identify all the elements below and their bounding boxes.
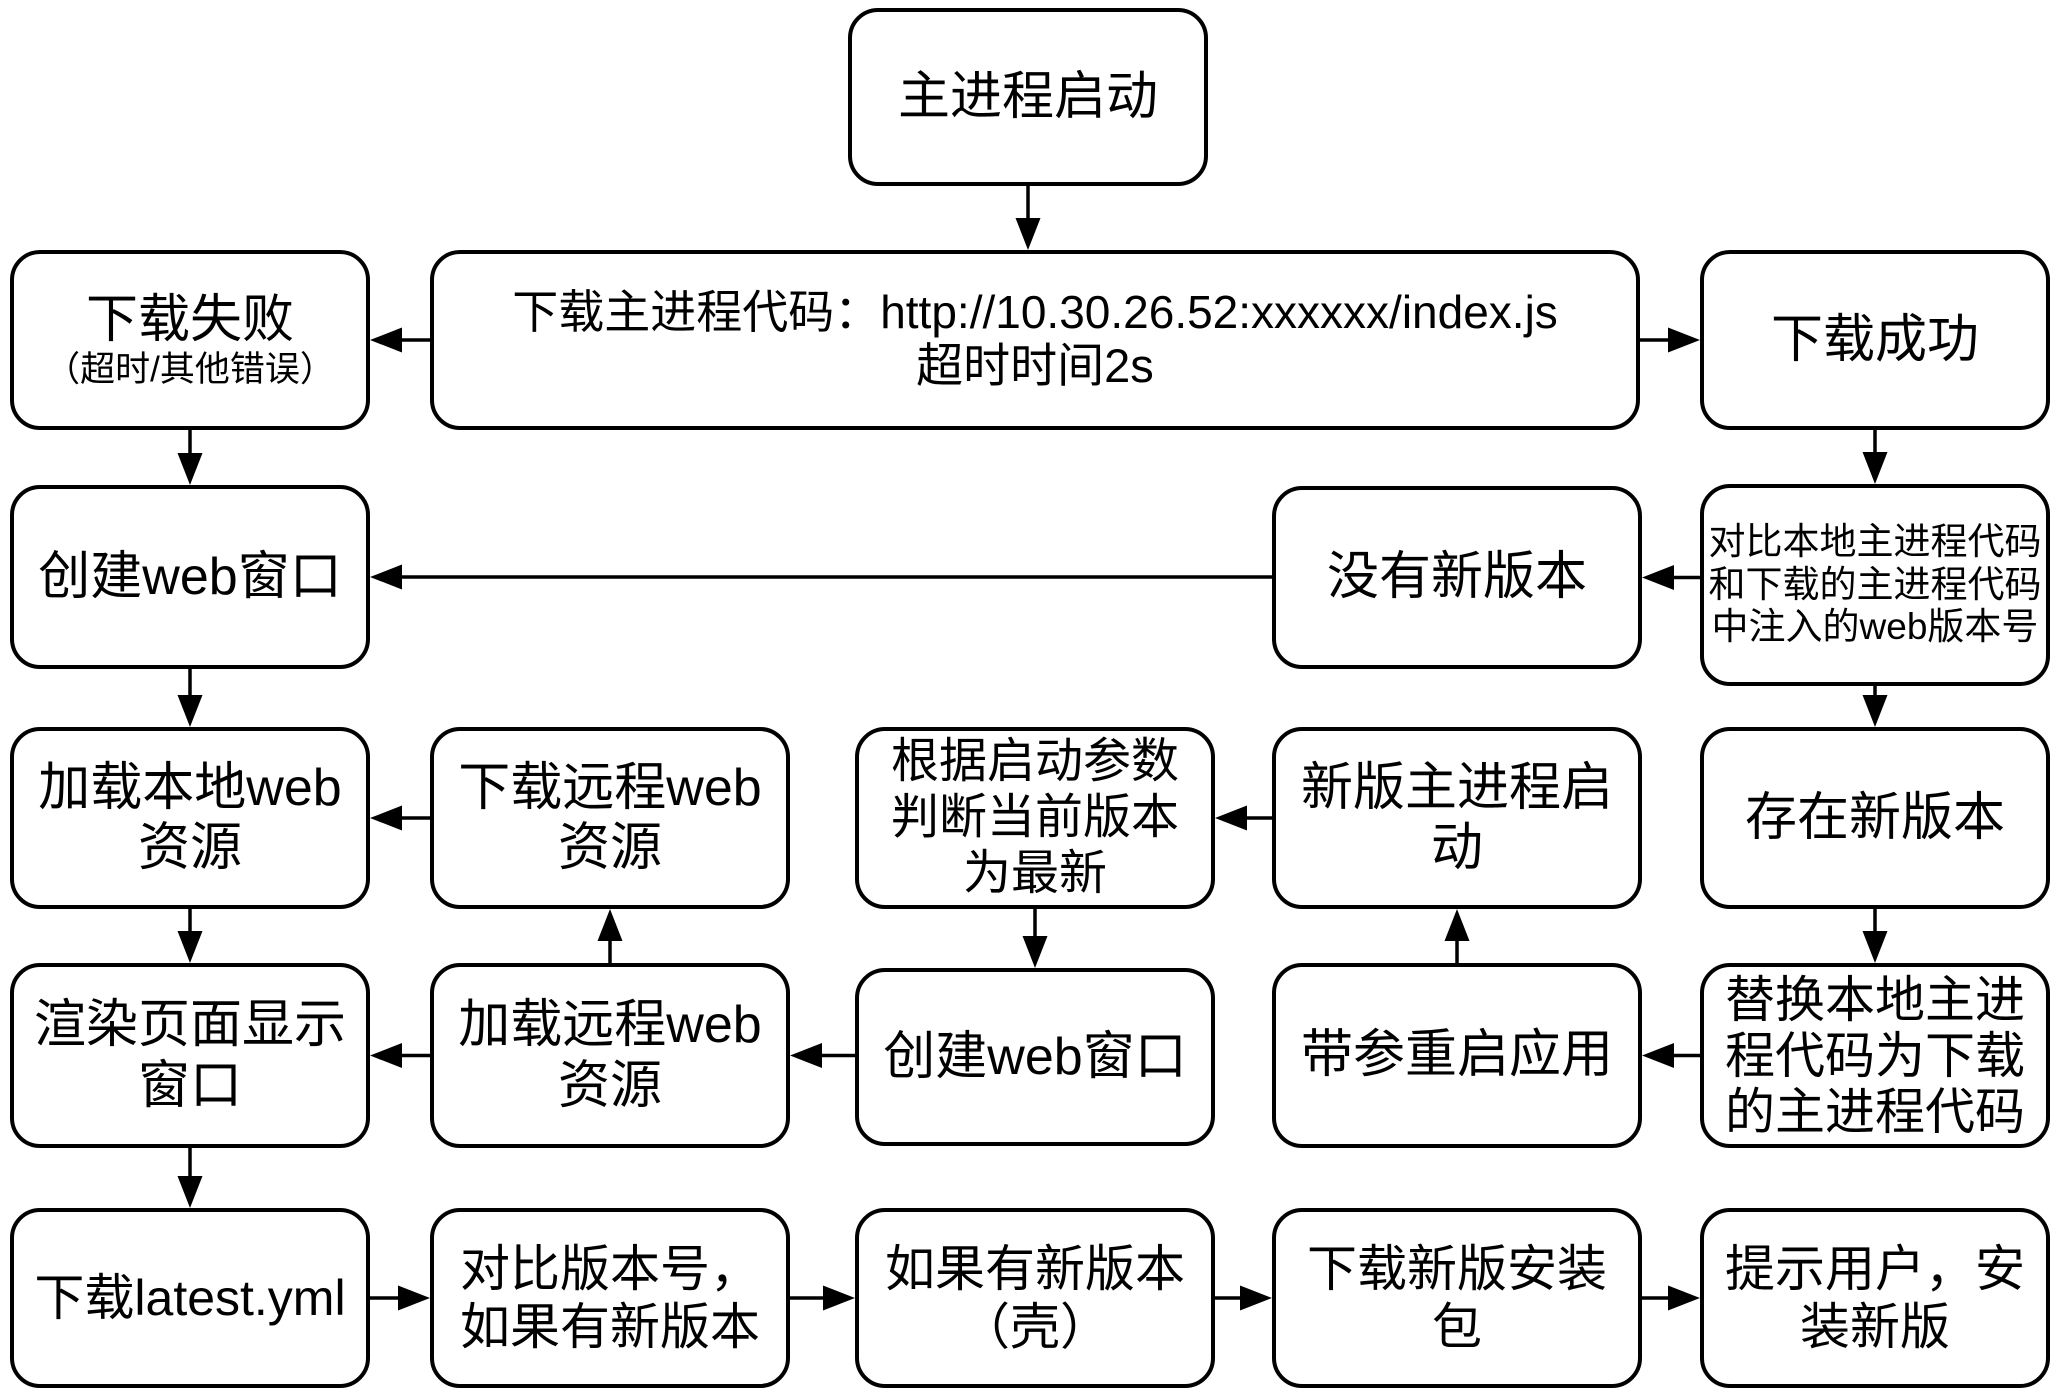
node-line: 下载失败 bbox=[85, 290, 294, 349]
node-download-latest-yml: 下载latest.yml bbox=[10, 1208, 370, 1388]
arrowhead-icon bbox=[597, 909, 623, 941]
arrowhead-icon bbox=[1022, 936, 1048, 968]
node-line: 如果有新版本 bbox=[460, 1299, 760, 1355]
arrowhead-icon bbox=[177, 695, 203, 727]
node-line: 超时时间2s bbox=[916, 339, 1154, 393]
node-line: 下载成功 bbox=[1770, 310, 1979, 369]
node-line: 根据启动参数 bbox=[890, 735, 1179, 789]
arrowhead-icon bbox=[370, 805, 402, 831]
arrowhead-icon bbox=[1668, 1285, 1700, 1311]
arrowhead-icon bbox=[398, 1285, 430, 1311]
node-line: 没有新版本 bbox=[1326, 548, 1587, 607]
node-line: 装新版 bbox=[1800, 1299, 1950, 1355]
arrowhead-icon bbox=[1862, 931, 1888, 963]
node-render-window: 渲染页面显示窗口 bbox=[10, 963, 370, 1148]
node-line: 动 bbox=[1430, 819, 1483, 877]
node-line: 的主进程代码 bbox=[1725, 1083, 2025, 1140]
node-line: （壳） bbox=[960, 1299, 1110, 1355]
node-line: 替换本地主进 bbox=[1725, 971, 2025, 1028]
node-line: 下载远程web bbox=[458, 758, 762, 817]
node-line: 提示用户，安 bbox=[1725, 1241, 2025, 1297]
arrowhead-icon bbox=[790, 1043, 822, 1068]
node-line: 对比本地主进程代码 bbox=[1708, 520, 2042, 562]
node-no-new-version: 没有新版本 bbox=[1272, 486, 1642, 669]
node-line: 加载本地web bbox=[38, 758, 342, 817]
arrowhead-icon bbox=[370, 1043, 402, 1068]
node-download-code: 下载主进程代码：http://10.30.26.52:xxxxxx/index.… bbox=[430, 250, 1640, 430]
arrowhead-icon bbox=[1240, 1285, 1272, 1311]
node-line: 资源 bbox=[137, 819, 242, 877]
node-line: 窗口 bbox=[137, 1056, 242, 1115]
node-line: 存在新版本 bbox=[1744, 788, 2005, 847]
arrowhead-icon bbox=[1444, 909, 1470, 941]
node-line: 和下载的主进程代码 bbox=[1708, 563, 2042, 605]
node-restart-with-params: 带参重启应用 bbox=[1272, 963, 1642, 1148]
arrowhead-icon bbox=[177, 453, 203, 485]
node-start: 主进程启动 bbox=[848, 8, 1208, 186]
arrowhead-icon bbox=[1668, 327, 1700, 353]
node-line: （超时/其他错误） bbox=[45, 349, 335, 389]
arrowhead-icon bbox=[370, 564, 402, 590]
arrowhead-icon bbox=[1862, 452, 1888, 484]
node-line: 判断当前版本 bbox=[890, 791, 1179, 845]
arrowhead-icon bbox=[370, 327, 402, 353]
arrowhead-icon bbox=[1015, 218, 1041, 250]
node-download-fail: 下载失败（超时/其他错误） bbox=[10, 250, 370, 430]
node-line: 包 bbox=[1432, 1299, 1482, 1355]
node-line: 对比版本号， bbox=[460, 1241, 760, 1297]
node-create-window-2: 创建web窗口 bbox=[855, 968, 1215, 1146]
arrowhead-icon bbox=[177, 931, 203, 963]
node-new-main-start: 新版主进程启动 bbox=[1272, 727, 1642, 909]
node-prompt-install: 提示用户，安装新版 bbox=[1700, 1208, 2050, 1388]
node-has-new-shell: 如果有新版本（壳） bbox=[855, 1208, 1215, 1388]
node-line: 主进程启动 bbox=[897, 67, 1158, 126]
node-download-installer: 下载新版安装包 bbox=[1272, 1208, 1642, 1388]
node-line: 新版主进程启 bbox=[1300, 758, 1613, 817]
node-line: 渲染页面显示 bbox=[33, 996, 346, 1055]
arrowhead-icon bbox=[177, 1176, 203, 1208]
node-line: 资源 bbox=[557, 819, 662, 877]
node-line: 中注入的web版本号 bbox=[1711, 606, 2039, 648]
node-judge-latest: 根据启动参数判断当前版本为最新 bbox=[855, 727, 1215, 909]
node-line: 下载主进程代码：http://10.30.26.52:xxxxxx/index.… bbox=[512, 286, 1558, 339]
arrowhead-icon bbox=[1215, 805, 1247, 831]
node-compare-version: 对比本地主进程代码和下载的主进程代码中注入的web版本号 bbox=[1700, 484, 2050, 686]
node-download-success: 下载成功 bbox=[1700, 250, 2050, 430]
node-has-new-version: 存在新版本 bbox=[1700, 727, 2050, 909]
node-line: 下载新版安装 bbox=[1307, 1241, 1607, 1297]
node-line: 加载远程web bbox=[458, 996, 762, 1055]
arrowhead-icon bbox=[1862, 695, 1888, 727]
arrowhead-icon bbox=[1642, 565, 1674, 590]
node-line: 下载latest.yml bbox=[34, 1270, 346, 1326]
node-compare-version-number: 对比版本号，如果有新版本 bbox=[430, 1208, 790, 1388]
node-line: 创建web窗口 bbox=[883, 1027, 1187, 1086]
node-line: 如果有新版本 bbox=[885, 1241, 1185, 1297]
node-line: 带参重启应用 bbox=[1300, 1026, 1613, 1085]
node-replace-local: 替换本地主进程代码为下载的主进程代码 bbox=[1700, 963, 2050, 1148]
node-line: 程代码为下载 bbox=[1725, 1027, 2025, 1084]
node-line: 为最新 bbox=[962, 846, 1107, 900]
node-line: 资源 bbox=[557, 1056, 662, 1115]
node-create-window-1: 创建web窗口 bbox=[10, 485, 370, 669]
node-line: 创建web窗口 bbox=[38, 547, 342, 606]
arrowhead-icon bbox=[1642, 1043, 1674, 1068]
arrowhead-icon bbox=[823, 1285, 855, 1311]
